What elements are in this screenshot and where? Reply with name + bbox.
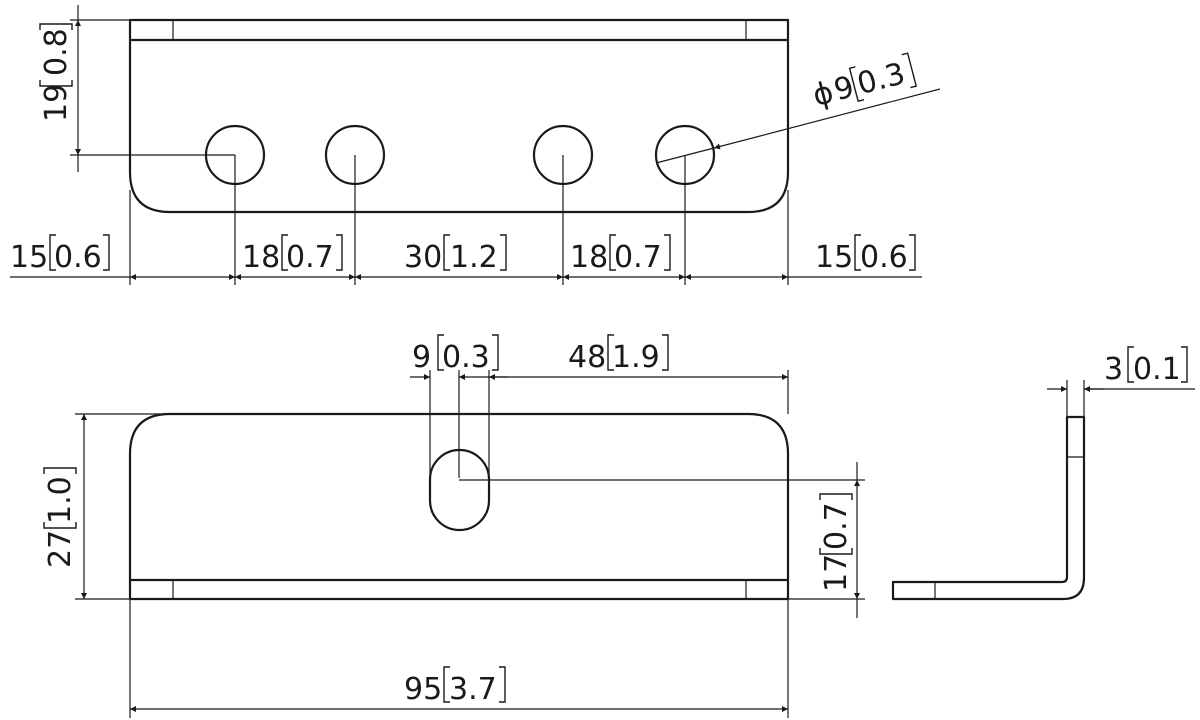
hole-diameter-leader (713, 88, 941, 150)
dim-top-mid-alt: 1.2 (450, 240, 498, 275)
dim-slot-height-alt: 0.7 (819, 502, 854, 550)
dim-top-spacing1-value: 18 (242, 240, 280, 275)
dim-top-height-alt: 0.8 (39, 28, 74, 76)
side-view: 3 0.1 (891, 346, 1195, 601)
dim-overall-length-alt: 3.7 (449, 672, 497, 707)
dim-plate-height-alt: 1.0 (43, 476, 78, 524)
dim-plate-height-value: 27 (43, 530, 78, 568)
dim-top-spacing2-alt: 0.7 (614, 240, 662, 275)
dim-top-spacing1-alt: 0.7 (286, 240, 334, 275)
dim-hole-diameter-alt: 0.3 (854, 56, 909, 102)
dim-top-left-value: 15 (10, 240, 48, 275)
dim-slot-width-value: 9 (412, 340, 431, 375)
dim-slot-offset-value: 48 (568, 340, 606, 375)
dim-top-mid-value: 30 (404, 240, 442, 275)
dim-slot-offset-alt: 1.9 (612, 340, 660, 375)
dim-slot-height-value: 17 (819, 554, 854, 592)
dim-overall-length-value: 95 (404, 672, 442, 707)
dim-slot-width-alt: 0.3 (442, 340, 490, 375)
dim-thickness-value: 3 (1104, 352, 1123, 387)
dim-thickness-alt: 0.1 (1133, 352, 1181, 387)
front-view: 9 0.3 48 1.9 27 1.0 17 0.7 (43, 334, 865, 718)
side-profile-outline (891, 415, 1086, 601)
dim-top-right-alt: 0.6 (860, 240, 908, 275)
top-view: 19 0.8 15 0.6 18 0.7 30 1.2 18 0.7 (10, 5, 941, 285)
dim-top-left-alt: 0.6 (54, 240, 102, 275)
dim-top-spacing2-value: 18 (570, 240, 608, 275)
dim-top-height-value: 19 (39, 84, 74, 122)
dim-top-right-value: 15 (815, 240, 853, 275)
top-plate-outline (128, 18, 790, 214)
